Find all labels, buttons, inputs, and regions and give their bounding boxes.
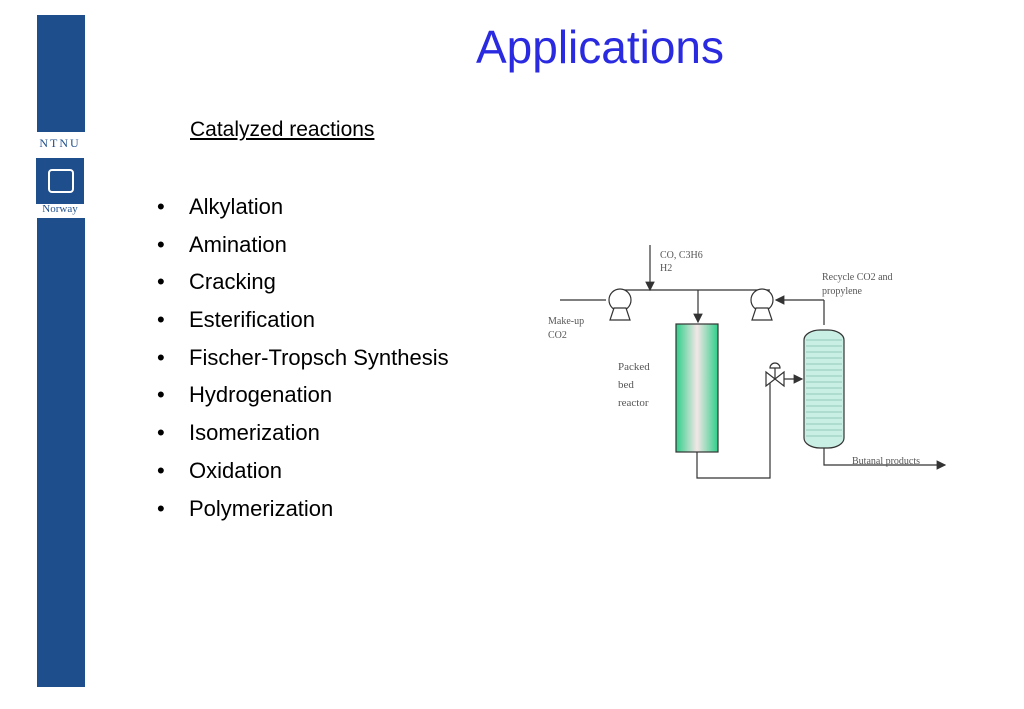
- logo-top-text: NTNU: [39, 136, 81, 150]
- makeup-pump-icon: [608, 288, 632, 321]
- recycle-label-2: propylene: [822, 286, 863, 297]
- valve-icon: [765, 362, 785, 388]
- reactor-label-2: bed: [618, 379, 634, 391]
- makeup-label: Make-up: [548, 316, 584, 327]
- recycle-pump-icon: [750, 288, 774, 321]
- feed-label: CO, C3H6: [660, 250, 703, 261]
- page-title: Applications: [475, 21, 725, 73]
- ntnu-logo: NTNU Norway: [30, 132, 90, 218]
- makeup-label-co2: CO2: [548, 330, 567, 341]
- packed-bed-reactor: [675, 323, 719, 453]
- logo-emblem: [36, 158, 84, 204]
- list-item: Esterification: [155, 307, 449, 345]
- reactor-label: Packed: [618, 361, 650, 373]
- list-item: Isomerization: [155, 420, 449, 458]
- list-item: Amination: [155, 232, 449, 270]
- product-line: [823, 448, 947, 470]
- list-item: Alkylation: [155, 194, 449, 232]
- list-item: Hydrogenation: [155, 382, 449, 420]
- separation-column: [803, 329, 845, 449]
- product-label: Butanal products: [852, 456, 920, 467]
- feed-label-h2: H2: [660, 263, 672, 274]
- list-item: Fischer-Tropsch Synthesis: [155, 345, 449, 383]
- subheading: Catalyzed reactions: [190, 118, 375, 141]
- reactor-label-3: reactor: [618, 397, 649, 409]
- process-diagram: CO, C3H6 H2 Make-up CO2 Recycle CO2 and …: [548, 245, 947, 479]
- list-item: Polymerization: [155, 496, 449, 534]
- recycle-label: Recycle CO2 and: [822, 272, 893, 283]
- side-bar: [37, 15, 85, 687]
- list-item: Oxidation: [155, 458, 449, 496]
- logo-bottom-text: Norway: [42, 203, 78, 215]
- reaction-list: Alkylation Amination Cracking Esterifica…: [155, 194, 449, 533]
- list-item: Cracking: [155, 269, 449, 307]
